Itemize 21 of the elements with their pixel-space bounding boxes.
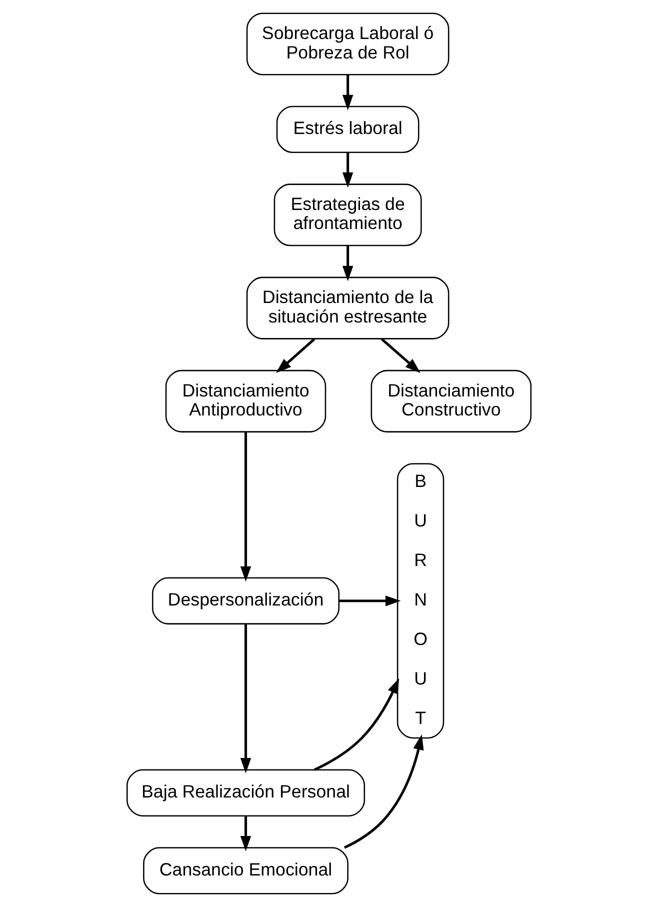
node-box: Distanciamiento de la situación estresante: [246, 276, 450, 340]
node-box: Cansancio Emocional: [143, 847, 348, 894]
node-box: Despersonalización: [152, 577, 340, 624]
arrow: [240, 816, 252, 852]
node-box: Sobrecarga Laboral ó Pobreza de Rol: [246, 12, 450, 76]
node-box: Distanciamiento Constructivo: [370, 370, 532, 432]
arrow: [344, 734, 424, 849]
node-box: Estrés laboral: [276, 106, 420, 154]
arrow: [276, 338, 316, 374]
arrow: [342, 246, 354, 282]
arrow: [342, 152, 354, 188]
node-box: Baja Realización Personal: [126, 769, 366, 816]
arrow: [380, 338, 420, 374]
node-box: B U R N O U T: [396, 463, 444, 739]
arrow: [240, 432, 252, 582]
arrow: [314, 678, 400, 772]
node-box: Distanciamiento Antiproductivo: [165, 370, 326, 432]
arrow: [338, 595, 401, 606]
arrow: [240, 624, 252, 774]
node-box: Estrategias de afrontamiento: [274, 184, 422, 246]
arrow: [342, 74, 354, 110]
